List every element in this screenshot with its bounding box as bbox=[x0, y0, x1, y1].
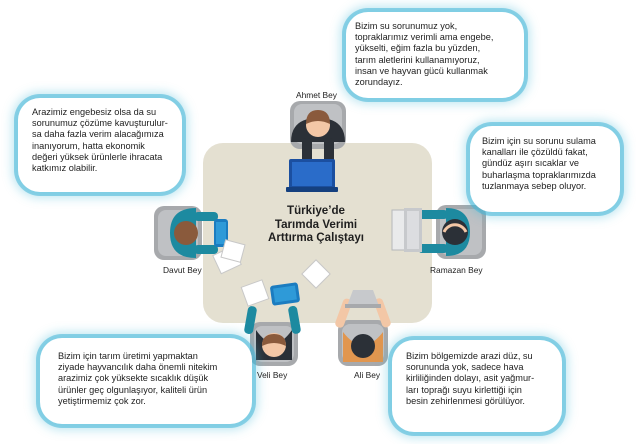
davut-figure bbox=[154, 206, 218, 260]
laptop-icon bbox=[345, 290, 381, 308]
ahmet-speech-bubble: Bizim su sorunumuz yok, topraklarımız ve… bbox=[346, 12, 524, 98]
veli-figure bbox=[244, 305, 301, 366]
ahmet-figure bbox=[290, 101, 346, 167]
workshop-title: Türkiye’de Tarımda Verimi Arttırma Çalış… bbox=[248, 204, 384, 245]
laptop-icon bbox=[286, 159, 338, 192]
ali-speech-bubble: Bizim bölgemizde arazi düz, su sorununda… bbox=[392, 340, 562, 432]
laptop-icon bbox=[391, 208, 422, 252]
ahmet-name-label: Ahmet Bey bbox=[296, 90, 337, 100]
ramazan-name-label: Ramazan Bey bbox=[430, 265, 483, 275]
workshop-title-line2: Tarımda Verimi bbox=[274, 217, 358, 231]
davut-speech-bubble: Arazimiz engebesiz olsa da su sorunumuz … bbox=[18, 98, 182, 192]
ramazan-figure bbox=[418, 205, 486, 259]
veli-name-label: Veli Bey bbox=[257, 370, 288, 380]
ramazan-speech-bubble: Bizim için su sorunu sulama kanalları il… bbox=[470, 126, 620, 212]
workshop-title-line3: Arttırma Çalıştayı bbox=[267, 231, 364, 245]
tablet-icon bbox=[214, 219, 228, 247]
paper-icon bbox=[240, 259, 331, 307]
paper-icon bbox=[212, 239, 246, 275]
meeting-table bbox=[203, 143, 432, 323]
veli-speech-bubble: Bizim için tarım üretimi yapmaktan ziyad… bbox=[40, 338, 252, 424]
workshop-title-line1: Türkiye’de bbox=[287, 204, 345, 217]
ali-name-label: Ali Bey bbox=[354, 370, 381, 380]
tablet-icon bbox=[270, 282, 300, 306]
davut-name-label: Davut Bey bbox=[163, 265, 202, 275]
